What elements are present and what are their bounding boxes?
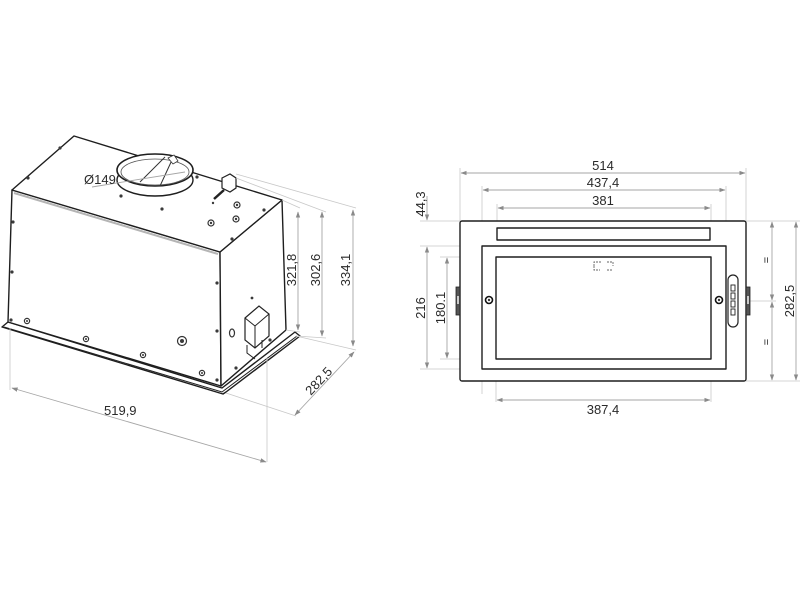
overall-width-label: 514 [592,158,614,173]
front-holes [9,220,219,382]
side-clip-right [745,286,751,316]
diameter-leader [91,171,186,188]
mid-height-label: 302,6 [308,254,323,287]
total-height-label: 334,1 [338,254,353,287]
equal-mark-top: = [761,257,773,263]
filter-width-label: 387,4 [587,402,620,417]
width-label: 519,9 [104,403,137,418]
edge-shade [13,192,219,255]
panel-screw-right [714,295,724,305]
top-holes [26,146,266,241]
panel-screw-left [484,295,494,305]
body-height-label: 321,8 [284,254,299,287]
duct-diameter-label: Ø149 [84,172,116,187]
dim-line-depth [294,351,355,416]
logo-mark [593,261,614,271]
overall-depth-label: 282,5 [782,285,797,318]
control-button-4 [730,308,736,316]
duct-collar [116,153,194,197]
equal-mark-bottom: = [761,339,773,345]
dim-line-width [11,387,267,463]
control-button-3 [730,300,736,308]
side-clip-left [455,286,461,316]
front-view: 514 437,4 381 387,4 44,3 216 180.1 = = 2… [413,158,800,417]
slot-width-label: 381 [592,193,614,208]
isometric-view: Ø149 [1,135,357,463]
electrical-connector [228,296,272,370]
control-button-2 [730,292,736,300]
control-button-1 [730,284,736,292]
panel-width-label: 437,4 [587,175,620,190]
filter-height-label: 180.1 [433,292,448,325]
filter-panel [495,256,712,360]
cable-gland [211,173,237,205]
depth-label: 282,5 [302,364,335,398]
control-panel [727,274,739,328]
panel-height-label: 216 [413,297,428,319]
top-offset-label: 44,3 [413,191,428,216]
top-slot [496,227,711,241]
